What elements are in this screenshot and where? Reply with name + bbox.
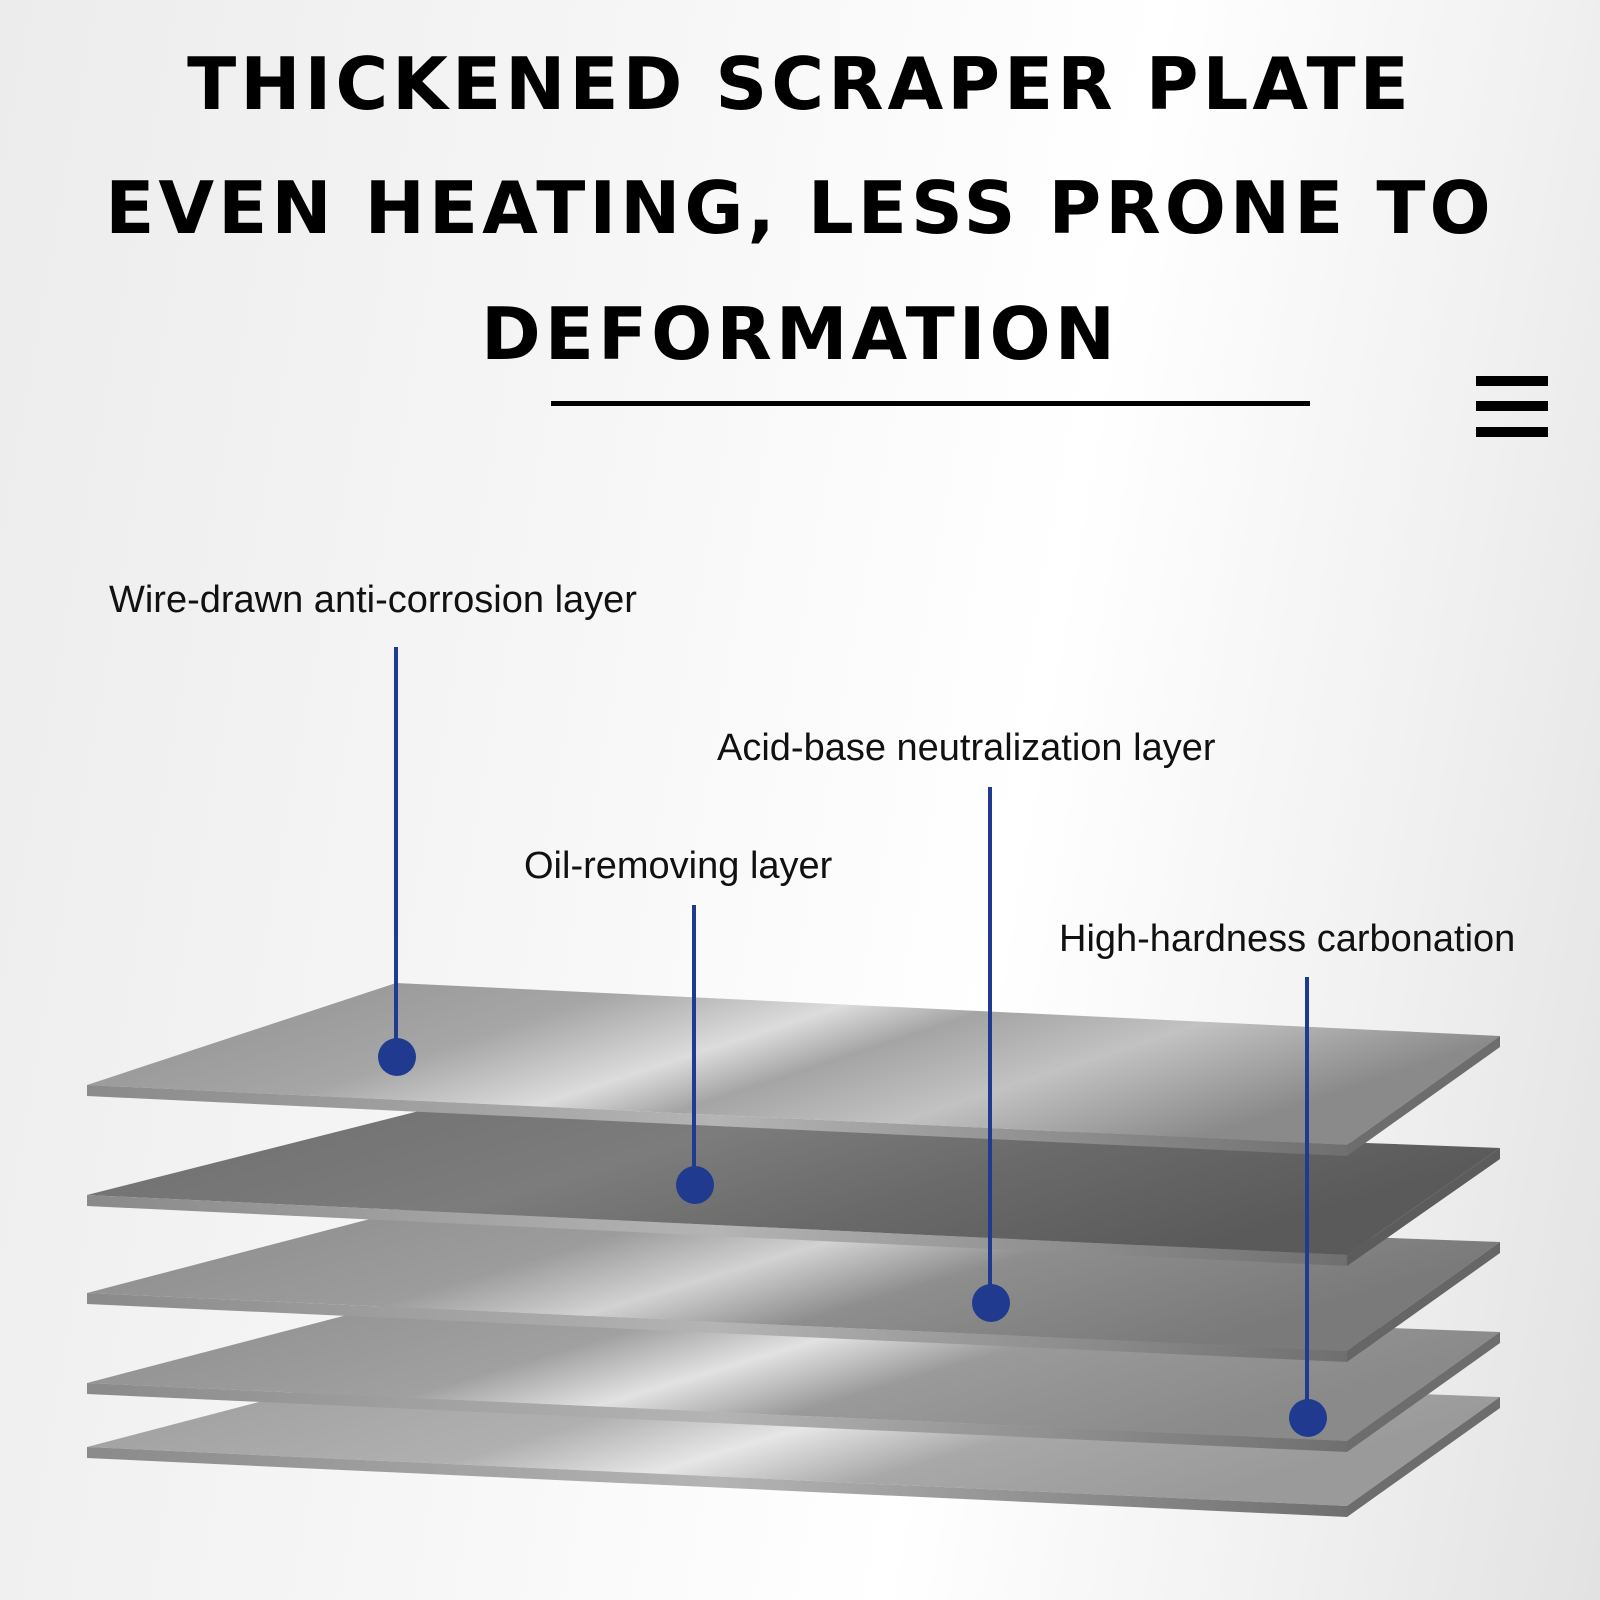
pointer-oil-removing bbox=[676, 905, 714, 1204]
plate-1 bbox=[87, 983, 1500, 1156]
label-oil-removing-layer: Oil-removing layer bbox=[524, 845, 833, 887]
pointer-acid-base bbox=[972, 787, 1010, 1322]
label-acid-base-neutralization-layer: Acid-base neutralization layer bbox=[717, 727, 1216, 769]
headline-line-3: DEFORMATION bbox=[481, 292, 1119, 376]
headline-underline bbox=[551, 401, 1310, 406]
pointer-high-hardness bbox=[1289, 977, 1327, 1437]
label-high-hardness-carbonation: High-hardness carbonation bbox=[1059, 918, 1516, 960]
headline-line-2: EVEN HEATING, LESS PRONE TO bbox=[105, 166, 1495, 250]
pointer-wire-drawn bbox=[378, 647, 416, 1076]
hamburger-menu-icon[interactable] bbox=[1476, 376, 1548, 440]
headline-line-1: THICKENED SCRAPER PLATE bbox=[187, 42, 1413, 126]
menu-bar bbox=[1476, 401, 1548, 411]
menu-bar bbox=[1476, 376, 1548, 386]
menu-bar bbox=[1476, 427, 1548, 437]
label-wire-drawn-anti-corrosion-layer: Wire-drawn anti-corrosion layer bbox=[109, 579, 637, 621]
